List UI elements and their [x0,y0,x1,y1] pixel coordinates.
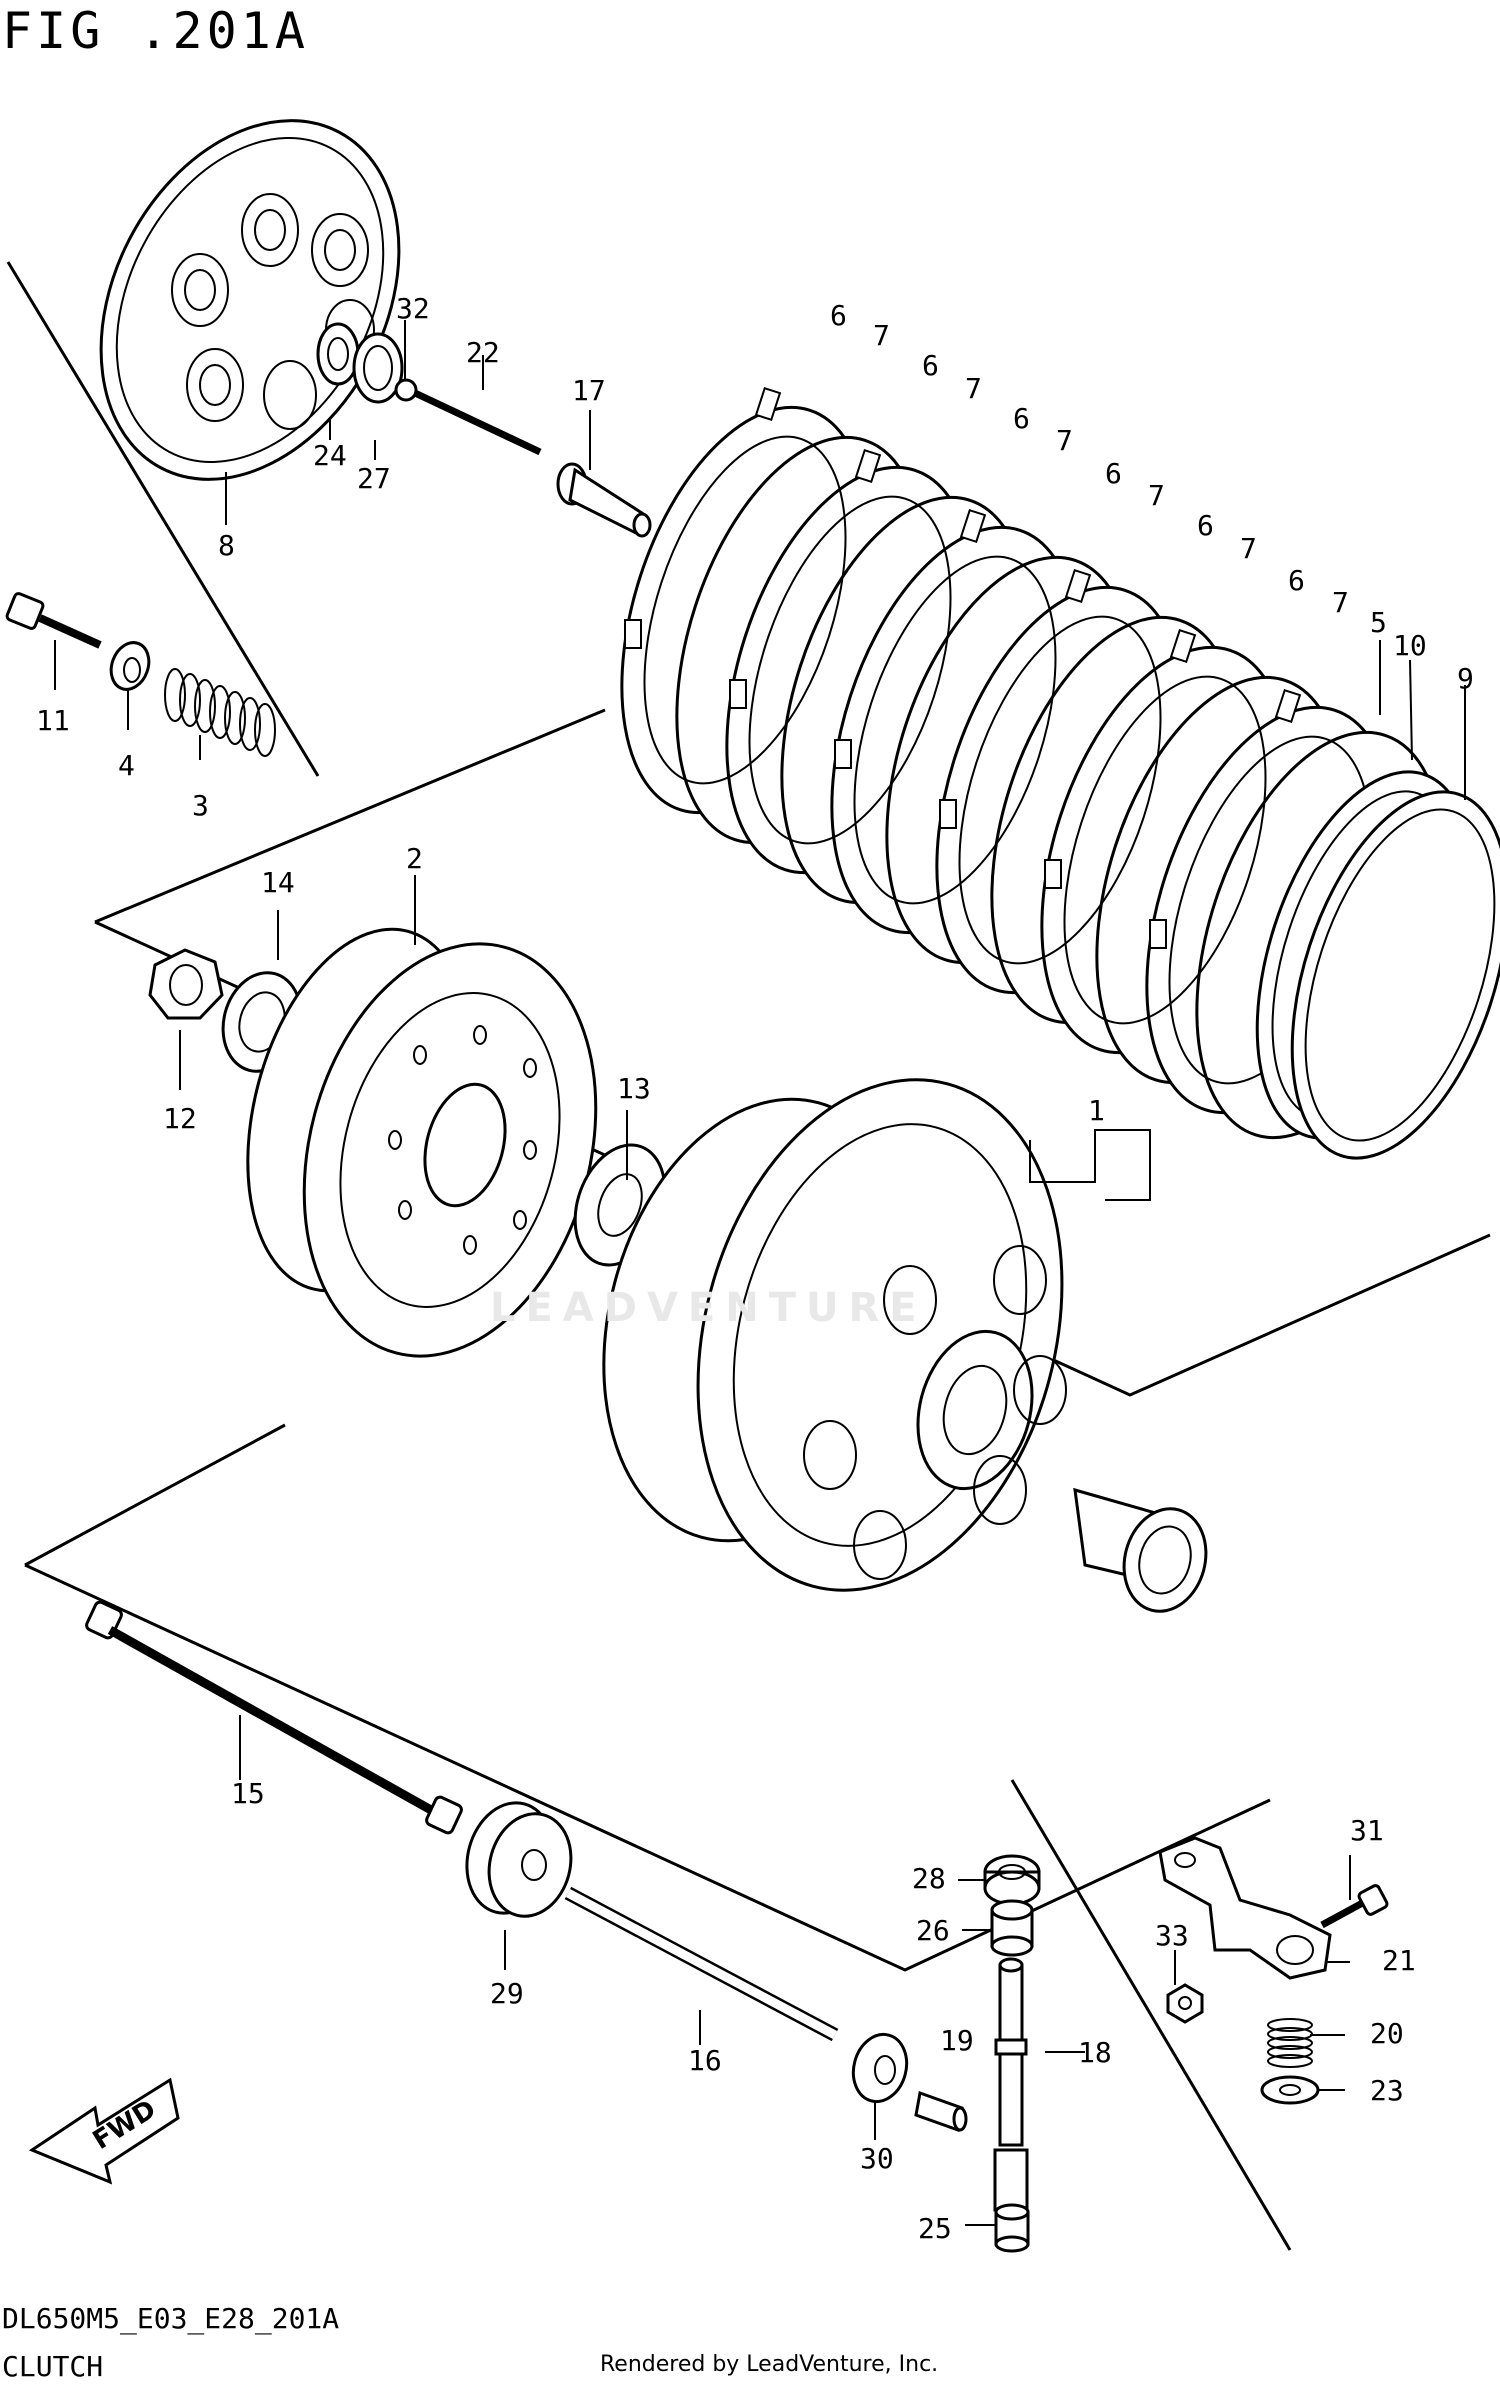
callout-1: 1 [1088,1094,1105,1127]
push-rod-15 [85,1600,463,1835]
callout-7e: 7 [1240,532,1257,565]
callout-20: 20 [1370,2017,1404,2050]
callout-4: 4 [118,749,135,782]
primary-driven-gear-assembly-1 [602,1078,1067,1592]
callout-2: 2 [406,842,423,875]
piston-29 [465,1801,573,1918]
needle-bearing-25 [994,2203,1030,2253]
bolt-11 [5,592,102,649]
callout-5: 5 [1370,606,1387,639]
bearing-27 [352,332,404,404]
spring-3 [164,668,276,757]
callout-7b: 7 [965,372,982,405]
oil-seal-28 [983,1854,1041,1906]
callout-17: 17 [572,374,606,407]
figure-name: CLUTCH [2,2350,104,2383]
callout-16: 16 [688,2044,722,2077]
nut-33 [1166,1983,1204,2024]
spacer [1073,1487,1208,1613]
callout-26: 26 [916,1914,950,1947]
pressure-plate [99,119,401,481]
callout-10: 10 [1393,629,1427,662]
callout-30: 30 [860,2142,894,2175]
pin-19 [914,2090,968,2133]
callout-27: 27 [357,462,391,495]
nut-32 [394,378,418,402]
callout-7d: 7 [1148,479,1165,512]
callout-6f: 6 [1288,564,1305,597]
callout-6e: 6 [1197,509,1214,542]
callout-9: 9 [1457,662,1474,695]
fwd-arrow-icon [28,2077,180,2185]
callout-12: 12 [163,1102,197,1135]
callout-11: 11 [36,704,70,737]
callout-6b: 6 [922,349,939,382]
callout-7c: 7 [1056,424,1073,457]
callout-24: 24 [313,439,347,472]
leadventure-watermark: LEADVENTURE [490,1285,927,1331]
callout-33: 33 [1155,1919,1189,1952]
sleeve-hub-2 [246,927,598,1358]
callout-14: 14 [261,866,295,899]
washer-4 [109,641,151,691]
callout-21: 21 [1382,1944,1416,1977]
callout-labels: 1 2 3 4 5 6 7 6 7 6 7 6 7 6 7 6 7 8 9 10… [36,292,1474,2245]
nut-12 [148,948,224,1020]
callout-31: 31 [1350,1814,1384,1847]
callout-6d: 6 [1105,457,1122,490]
callout-28: 28 [912,1862,946,1895]
seat-ring-9 [1290,790,1500,1160]
washer-23 [1260,2075,1320,2105]
push-rod-16 [564,1886,839,2042]
callout-leader-lines [54,320,1466,2226]
callout-25: 25 [918,2212,952,2245]
figure-title: FIG .201A [2,2,309,60]
callout-7a: 7 [873,319,890,352]
washer-24 [316,322,360,386]
callout-3: 3 [192,789,209,822]
callout-13: 13 [617,1072,651,1105]
callout-6a: 6 [830,299,847,332]
callout-32: 32 [396,292,430,325]
callout-19: 19 [940,2024,974,2057]
render-credit: Rendered by LeadVenture, Inc. [600,2352,939,2377]
return-spring-20 [1267,2018,1313,2068]
figure-code: DL650M5_E03_E28_201A [2,2302,340,2335]
push-piece-17 [556,462,652,538]
callout-22: 22 [466,336,500,369]
release-arm-21 [1158,1836,1332,1980]
callout-18: 18 [1078,2036,1112,2069]
needle-bearing-26 [990,1899,1034,1957]
callout-6c: 6 [1013,402,1030,435]
callout-29: 29 [490,1977,524,2010]
callout-7f: 7 [1332,586,1349,619]
oil-seal-30 [851,2032,909,2104]
bolt-31 [1320,1884,1389,1929]
callout-15: 15 [231,1777,265,1810]
callout-23: 23 [1370,2074,1404,2107]
release-shaft-18 [993,1957,1029,2212]
push-rod-22 [413,389,542,456]
callout-8: 8 [218,529,235,562]
